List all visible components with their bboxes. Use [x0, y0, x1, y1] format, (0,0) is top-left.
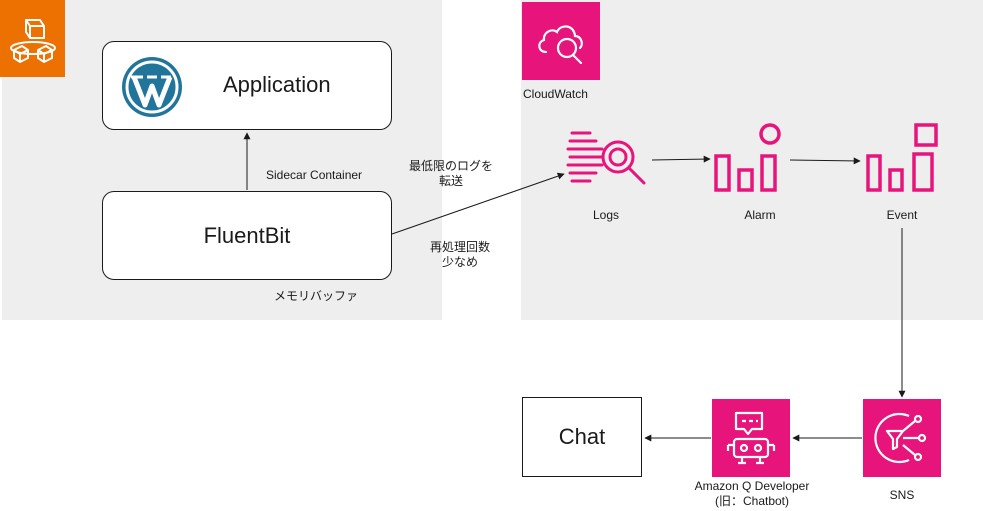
event-label: Event — [886, 208, 918, 222]
sns-label: SNS — [889, 488, 915, 502]
cloudwatch-title: CloudWatch — [523, 87, 588, 101]
arrow-fluentbit-to-logs — [391, 172, 565, 235]
sidecar-label: Sidecar Container — [266, 168, 363, 182]
cloudwatch-icon — [522, 2, 600, 80]
amazon-q-icon[interactable] — [712, 399, 790, 477]
logs-label: Logs — [592, 208, 620, 222]
alarm-label: Alarm — [744, 208, 776, 222]
application-label: Application — [223, 72, 331, 97]
sns-icon[interactable] — [863, 399, 941, 477]
transfer-label-line1: 最低限のログを — [408, 159, 493, 173]
fluentbit-label: FluentBit — [203, 222, 291, 248]
transfer-label-line2: 転送 — [438, 174, 463, 188]
application-node[interactable]: Application — [102, 41, 392, 130]
retry-label-line1: 再処理回数 — [429, 240, 490, 254]
amazon-q-label-line1: Amazon Q Developer — [694, 479, 810, 493]
chat-label: Chat — [558, 424, 606, 449]
alarm-icon — [714, 123, 781, 192]
retry-label-line2: 少なめ — [441, 255, 478, 269]
arrow-alarm-to-event — [789, 157, 861, 165]
retry-label: 再処理回数 少なめ — [420, 240, 500, 270]
chat-node[interactable]: Chat — [522, 397, 642, 477]
wordpress-icon — [122, 57, 182, 117]
transfer-label: 最低限のログを 転送 — [399, 159, 503, 189]
event-icon — [866, 123, 938, 192]
ecs-icon — [0, 0, 65, 77]
buffer-label: メモリバッファ — [274, 289, 359, 303]
amazon-q-label: Amazon Q Developer (旧：Chatbot) — [672, 479, 832, 509]
arrow-logs-to-alarm — [651, 155, 711, 163]
fluentbit-node[interactable]: FluentBit — [102, 191, 392, 280]
amazon-q-label-line2: (旧：Chatbot) — [714, 494, 790, 508]
logs-icon — [566, 131, 646, 185]
